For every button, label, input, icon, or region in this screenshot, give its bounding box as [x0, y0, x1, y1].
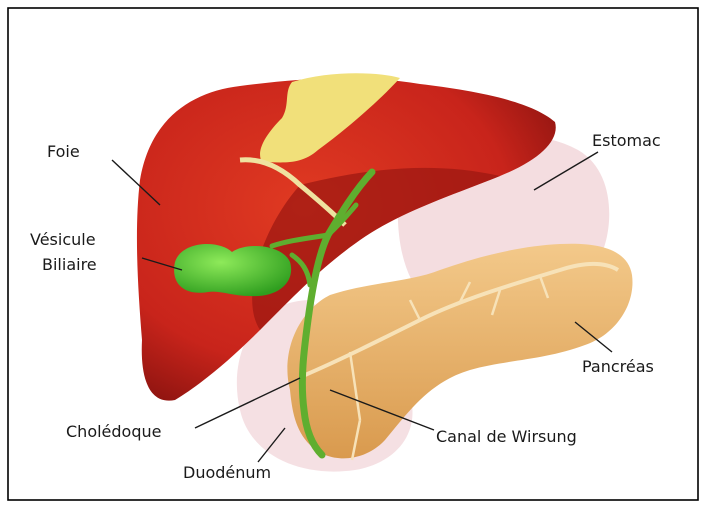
label-vesicule-line2: Biliaire — [42, 255, 97, 274]
label-canal-wirsung: Canal de Wirsung — [436, 427, 577, 446]
label-pancreas: Pancréas — [582, 357, 654, 376]
label-foie: Foie — [47, 142, 80, 161]
label-vesicule-line1: Vésicule — [30, 230, 96, 249]
label-choledoque: Cholédoque — [66, 422, 161, 441]
gallbladder-shape — [174, 244, 291, 296]
label-duodenum: Duodénum — [183, 463, 271, 482]
label-estomac: Estomac — [592, 131, 661, 150]
